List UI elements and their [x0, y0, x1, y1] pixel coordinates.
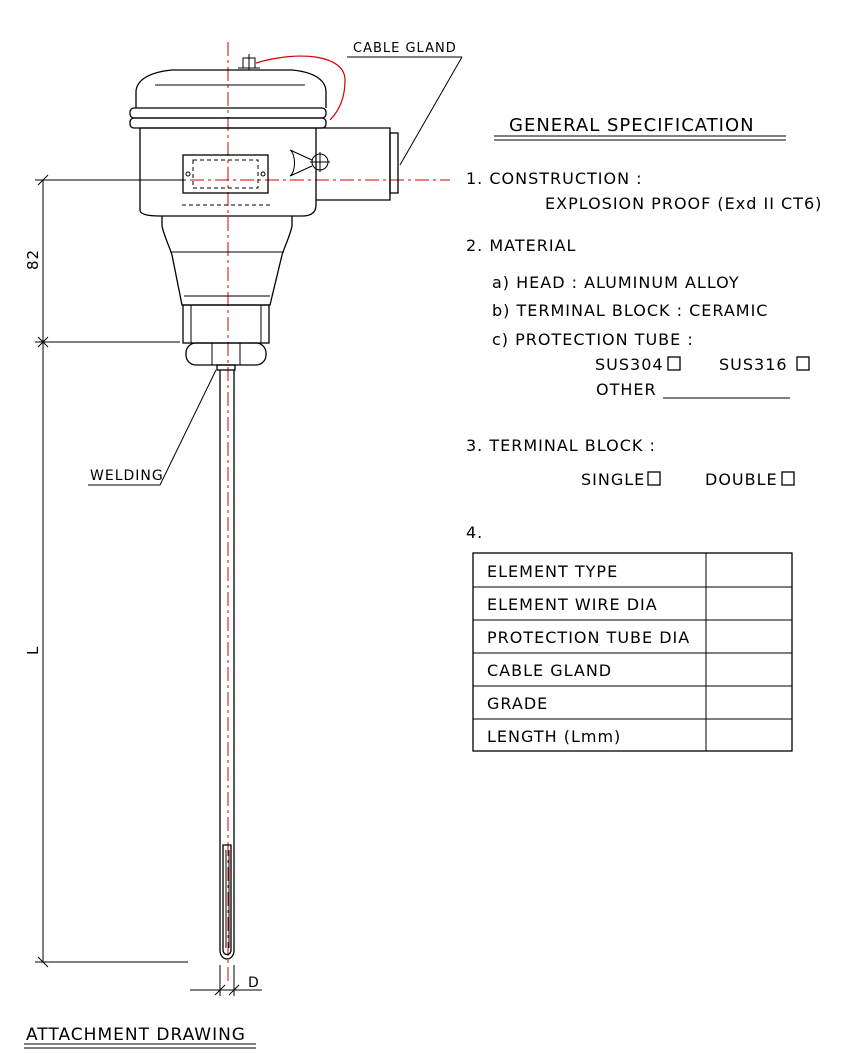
welding-label: WELDING — [90, 468, 164, 484]
material-terminal-block: b) TERMINAL BLOCK : CERAMIC — [492, 301, 768, 320]
construction-value: EXPLOSION PROOF (Exd II CT6) — [545, 194, 822, 213]
table-value-element-wire-dia[interactable] — [707, 588, 791, 619]
dimension-82 — [35, 174, 185, 348]
dim-82-label: 82 — [24, 249, 42, 270]
table-value-element-type[interactable] — [707, 554, 791, 586]
table-row-element-wire-dia: ELEMENT WIRE DIA — [487, 595, 658, 614]
head-neck — [161, 216, 293, 306]
option-sus316-checkbox[interactable] — [796, 356, 810, 371]
material-head: a) HEAD : ALUMINUM ALLOY — [492, 273, 740, 292]
table-row-grade: GRADE — [487, 694, 548, 713]
general-specification: GENERAL SPECIFICATION 1. CONSTRUCTION : … — [466, 115, 822, 752]
spec-table — [472, 552, 793, 752]
table-row-protection-tube-dia: PROTECTION TUBE DIA — [487, 628, 690, 647]
protection-tube — [219, 370, 235, 960]
head-body — [139, 127, 399, 217]
dim-D-label: D — [248, 975, 260, 991]
table-row-cable-gland: CABLE GLAND — [487, 661, 612, 680]
ground-wire — [255, 55, 346, 121]
attachment-drawing-caption: ATTACHMENT DRAWING — [26, 1025, 246, 1045]
dim-L-label: L — [24, 646, 42, 655]
option-sus316-label: SUS316 — [719, 355, 788, 374]
terminal-block-label: 3. TERMINAL BLOCK : — [466, 436, 656, 455]
table-row-length: LENGTH (Lmm) — [487, 727, 621, 746]
construction-label: 1. CONSTRUCTION : — [466, 169, 643, 188]
threaded-fitting — [182, 304, 270, 371]
table-value-grade[interactable] — [707, 687, 791, 718]
table-value-length[interactable] — [707, 720, 791, 750]
sensor-drawing: 82 L D WELDING CABLE GLAND — [24, 41, 463, 1049]
table-number-label: 4. — [466, 523, 483, 542]
dimension-D — [190, 965, 262, 996]
option-double-label: DOUBLE — [705, 470, 778, 489]
welding-leader — [88, 369, 217, 486]
cable-gland-label: CABLE GLAND — [353, 41, 457, 56]
material-label: 2. MATERIAL — [466, 236, 576, 255]
option-other-label: OTHER — [596, 380, 657, 399]
top-screw-icon — [238, 54, 260, 70]
option-single-checkbox[interactable] — [647, 471, 661, 486]
cable-gland-leader — [347, 56, 463, 166]
dimension-L — [35, 336, 188, 968]
option-double-checkbox[interactable] — [781, 471, 795, 486]
option-single-label: SINGLE — [581, 470, 645, 489]
table-row-element-type: ELEMENT TYPE — [487, 562, 618, 581]
table-value-protection-tube-dia[interactable] — [707, 621, 791, 652]
option-sus304-label: SUS304 — [595, 355, 664, 374]
spec-title: GENERAL SPECIFICATION — [509, 115, 755, 136]
table-value-cable-gland[interactable] — [707, 654, 791, 685]
option-sus304-checkbox[interactable] — [667, 356, 681, 371]
material-protection-tube: c) PROTECTION TUBE : — [492, 330, 694, 349]
